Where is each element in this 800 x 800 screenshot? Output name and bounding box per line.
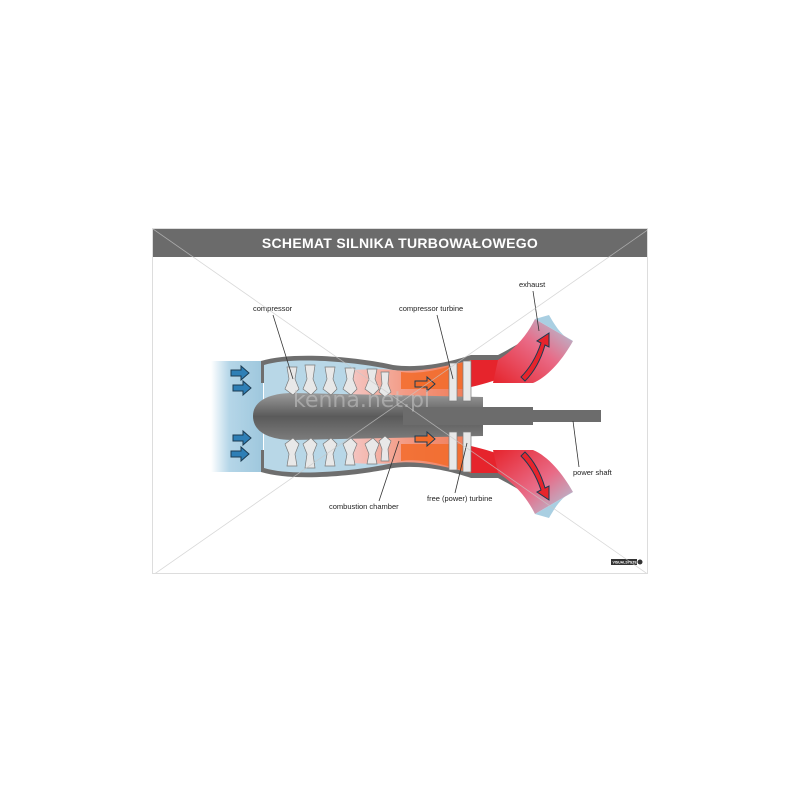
compressor-turbine — [448, 362, 458, 471]
intake-arrow-3 — [232, 429, 252, 447]
combustion-chamber-leader — [378, 440, 400, 502]
compressor-stage-1 — [284, 366, 300, 467]
watermark-text: kenna.net.pl — [293, 388, 430, 413]
turboshaft-diagram: compressor compressor turbine exhaust co… — [153, 229, 647, 573]
flow-arrows — [230, 332, 550, 501]
compressor-stage-2 — [302, 364, 318, 469]
exhaust-duct-lower — [493, 450, 573, 518]
exhaust-arrow-lower — [520, 451, 550, 501]
watermark: kenna.net.pl — [153, 229, 647, 573]
combustion-arrow-upper — [414, 375, 436, 393]
power-shaft-leader — [572, 420, 580, 468]
free-power-turbine — [462, 360, 472, 473]
intake-arrow-2 — [232, 379, 252, 397]
publisher-logo-text: VISUALSYSTEM — [613, 561, 640, 565]
poster-title: SCHEMAT SILNIKA TURBOWAŁOWEGO — [261, 235, 539, 251]
exhaust-duct-upper — [493, 315, 573, 383]
intake-arrow-4 — [230, 445, 250, 463]
compressor-stage-6 — [378, 371, 392, 462]
leader-lines — [272, 290, 580, 502]
title-bar: SCHEMAT SILNIKA TURBOWAŁOWEGO — [153, 229, 647, 257]
combustion-arrow-lower — [414, 430, 436, 448]
label-combustion-chamber: combustion chamber — [329, 502, 399, 511]
exhaust-arrow-upper — [520, 332, 550, 382]
power-shaft — [533, 410, 601, 422]
label-free-power-turbine: free (power) turbine — [427, 494, 492, 503]
publisher-logo: VISUALSYSTEM — [611, 559, 643, 565]
label-exhaust: exhaust — [519, 280, 546, 289]
compressor-blades — [284, 364, 392, 469]
central-shaft — [253, 393, 533, 440]
exhaust-leader — [532, 290, 540, 332]
label-compressor-turbine: compressor turbine — [399, 304, 463, 313]
free-power-turbine-leader — [454, 442, 468, 494]
intake-arrow-1 — [230, 364, 250, 382]
poster: SCHEMAT SILNIKA TURBOWAŁOWEGO — [152, 228, 648, 574]
compressor-leader — [272, 314, 294, 380]
label-power-shaft: power shaft — [573, 468, 613, 477]
label-compressor: compressor — [253, 304, 293, 313]
compressor-turbine-leader — [436, 314, 454, 380]
labels: compressor compressor turbine exhaust co… — [253, 280, 613, 511]
compressor-stage-4 — [342, 367, 358, 466]
